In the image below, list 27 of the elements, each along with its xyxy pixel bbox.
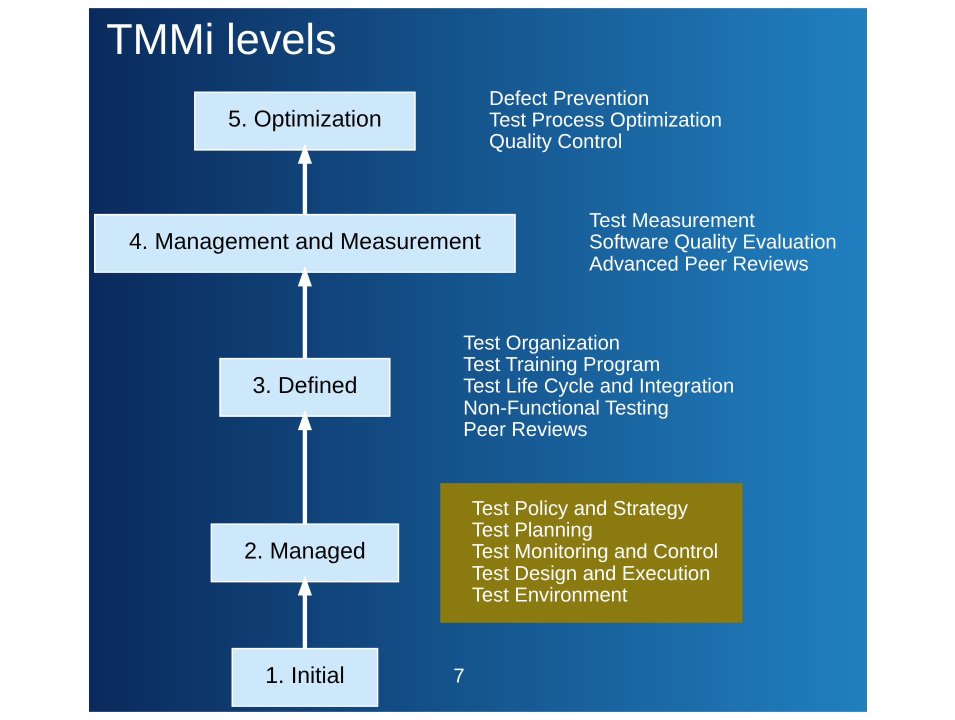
- node-label: Peer Reviews: [462, 418, 587, 441]
- node-box: 3. Defined: [218, 358, 390, 417]
- node-box: 4. Management and Measurement: [94, 214, 516, 273]
- node-label: Advanced Peer Reviews: [588, 253, 808, 276]
- node-label: Test Life Cycle and Integration: [462, 376, 734, 398]
- node-label: Test Measurement: [588, 210, 754, 232]
- node-label: Test Training Program: [462, 354, 660, 376]
- node-label: Test Organization: [462, 332, 620, 354]
- node-box: 1. Initial: [231, 648, 378, 707]
- node-label: Defect Prevention: [488, 88, 649, 110]
- node-label: Test Design and Execution: [471, 562, 710, 585]
- arrow: [297, 144, 312, 214]
- label: 7: [452, 666, 464, 688]
- node-label: Software Quality Evaluation: [588, 232, 836, 254]
- arrow: [297, 266, 312, 358]
- arrow: [297, 410, 312, 524]
- arrow: [297, 575, 312, 648]
- node-label: Test Planning: [471, 520, 592, 542]
- node-box: 2. Managed: [210, 523, 399, 582]
- node-label: Quality Control: [488, 130, 622, 153]
- node-label: Test Monitoring and Control: [471, 541, 718, 564]
- node-label: Test Environment: [471, 584, 627, 606]
- node-label: Test Process Optimization: [488, 109, 722, 132]
- node-label: Test Policy and Strategy: [471, 498, 688, 520]
- node-box: 5. Optimization: [194, 92, 416, 151]
- diagram-title: TMMi levels: [106, 16, 336, 64]
- node-label: Non-Functional Testing: [462, 397, 668, 420]
